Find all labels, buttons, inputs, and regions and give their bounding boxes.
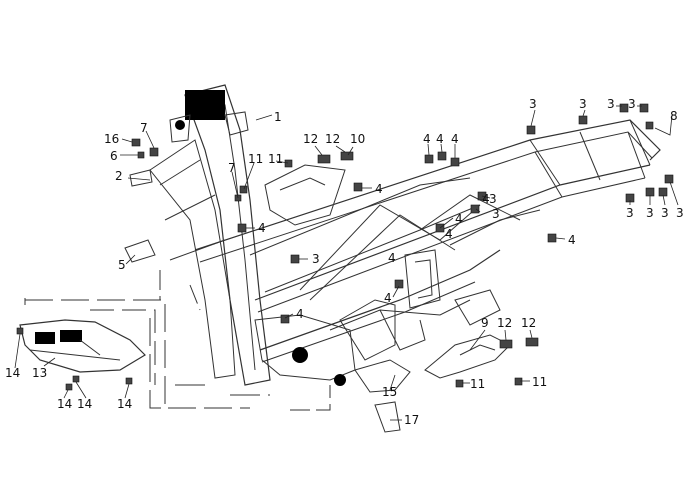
callout-labels: 1 2 3 3 3 3 3 3 3 3 3 3 3 4 4 4 4 4 4 4 … (5, 97, 684, 427)
nut-3g (658, 187, 668, 197)
callout-7: 7 (228, 161, 236, 175)
callout-5: 5 (118, 258, 126, 272)
clip-12b (340, 151, 354, 161)
callout-3: 3 (489, 192, 497, 206)
callout-6: 6 (110, 149, 118, 163)
callout-12: 12 (521, 316, 536, 330)
bolt-11d (514, 377, 523, 386)
main-frame (19, 84, 661, 433)
callout-13: 13 (32, 366, 47, 380)
bolt-11a (284, 159, 293, 168)
callout-9: 9 (481, 316, 489, 330)
callout-2: 2 (115, 169, 123, 183)
clamp-7a (149, 147, 159, 157)
callout-11: 11 (248, 152, 263, 166)
callout-3: 3 (607, 97, 615, 111)
callout-4: 4 (375, 182, 383, 196)
nut-3b (578, 115, 588, 125)
callout-4: 4 (296, 307, 304, 321)
callout-11: 11 (532, 375, 547, 389)
callout-4: 4 (568, 233, 576, 247)
callout-3: 3 (312, 252, 320, 266)
bolt-14a (16, 327, 24, 335)
bolt-11b (239, 185, 248, 194)
nut-3i (290, 254, 300, 264)
callout-14: 14 (57, 397, 72, 411)
clip-12c (499, 339, 513, 349)
callout-8: 8 (670, 109, 678, 123)
callout-4: 4 (436, 132, 444, 146)
callout-3: 3 (492, 207, 500, 221)
nut-4c (450, 157, 460, 167)
clip-12d (525, 337, 539, 347)
callout-3: 3 (579, 97, 587, 111)
callout-4: 4 (451, 132, 459, 146)
callout-14: 14 (5, 366, 20, 380)
nut-4j (280, 314, 290, 324)
nut-4d (353, 182, 363, 192)
callout-12: 12 (303, 132, 318, 146)
nut-4h (547, 233, 557, 243)
leader-lines (14, 105, 679, 421)
callout-4: 4 (384, 291, 392, 305)
nut-3h (664, 174, 674, 184)
callout-4: 4 (423, 132, 431, 146)
callout-12: 12 (497, 316, 512, 330)
nut-3a (526, 125, 536, 135)
pin-6 (137, 151, 145, 159)
callout-16: 16 (104, 132, 119, 146)
nut-4i (237, 223, 247, 233)
callout-12: 12 (325, 132, 340, 146)
nut-4k (394, 279, 404, 289)
callout-11: 11 (470, 377, 485, 391)
callout-4: 4 (258, 221, 266, 235)
callout-7: 7 (140, 121, 148, 135)
callout-3: 3 (661, 206, 669, 220)
bolt-14b (65, 383, 73, 391)
callout-3: 3 (628, 97, 636, 111)
callout-4: 4 (482, 192, 490, 206)
clip-12a (317, 154, 331, 164)
nut-3c (619, 103, 629, 113)
nut-3f (645, 187, 655, 197)
callout-4: 4 (455, 212, 463, 226)
callout-4: 4 (445, 227, 453, 241)
nut-4b (437, 151, 447, 161)
callout-17: 17 (404, 413, 419, 427)
fastener-group (16, 103, 674, 391)
callout-3: 3 (529, 97, 537, 111)
callout-1: 1 (274, 110, 282, 124)
nut-3d (639, 103, 649, 113)
callout-14: 14 (117, 397, 132, 411)
callout-3: 3 (626, 206, 634, 220)
bolt-14d (125, 377, 133, 385)
bolt-14c (72, 375, 80, 383)
callout-11: 11 (268, 152, 283, 166)
callout-15: 15 (382, 385, 397, 399)
bolt-8 (645, 121, 654, 130)
callout-3: 3 (676, 206, 684, 220)
nut-4a (424, 154, 434, 164)
callout-14: 14 (77, 397, 92, 411)
callout-4: 4 (388, 251, 396, 265)
nut-4e (470, 204, 480, 214)
bolt-11c (455, 379, 464, 388)
callout-3: 3 (646, 206, 654, 220)
bolt-16 (131, 138, 141, 147)
callout-10: 10 (350, 132, 365, 146)
